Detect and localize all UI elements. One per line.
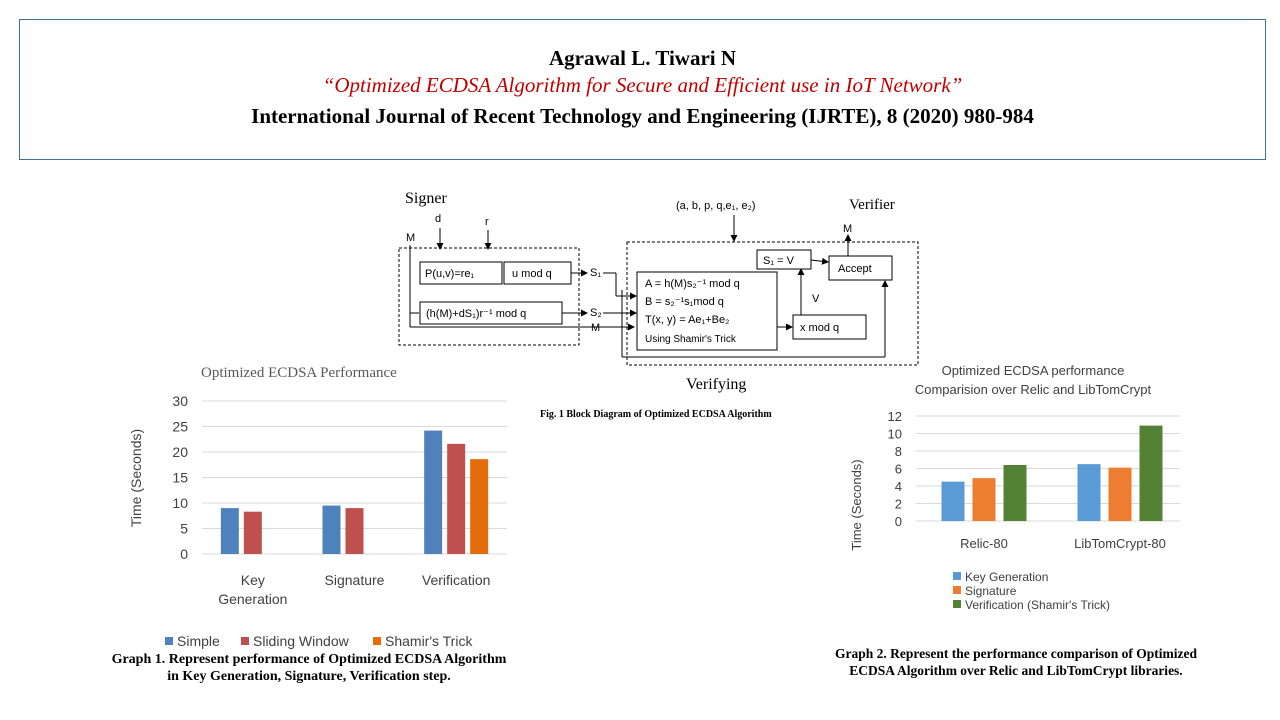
- verifier-region: [626, 241, 919, 366]
- y-tick-label: 30: [172, 393, 188, 409]
- chart1-ylabel: Time (Seconds): [128, 429, 144, 527]
- chart2-caption: Graph 2. Represent the performance compa…: [835, 646, 1197, 678]
- compute-b: B = s₂⁻¹s₁mod q: [645, 296, 724, 308]
- chart2-subtitle: Comparision over Relic and LibTomCrypt: [915, 382, 1152, 397]
- legend-label: Sliding Window: [253, 633, 350, 649]
- bar-key-generation-0: [941, 481, 965, 521]
- x-category-label: Verification: [422, 572, 490, 588]
- citation-journal: International Journal of Recent Technolo…: [251, 104, 1034, 128]
- box-s1v-label: S₁ = V: [763, 255, 795, 267]
- label-v: V: [812, 293, 820, 305]
- legend-label: Simple: [177, 633, 220, 649]
- compute-shamir: Using Shamir's Trick: [645, 334, 737, 345]
- y-tick-label: 25: [172, 419, 188, 435]
- bar-key-generation-1: [1077, 464, 1101, 521]
- y-tick-label: 0: [895, 514, 902, 529]
- legend-swatch: [373, 637, 381, 645]
- verifier-label: Verifier: [849, 197, 895, 213]
- chart-1: Optimized ECDSA Performance Time (Second…: [128, 365, 507, 649]
- bar-verification-shamir-s-trick--0: [1003, 465, 1027, 521]
- compute-t: T(x, y) = Ae₁+Be₂: [645, 314, 729, 326]
- input-d: d: [435, 213, 441, 225]
- x-category-label: Key: [241, 572, 265, 588]
- y-tick-label: 5: [180, 521, 188, 537]
- signer-label: Signer: [405, 190, 447, 207]
- citation-box: Agrawal L. Tiwari N “Optimized ECDSA Alg…: [19, 19, 1266, 160]
- y-tick-label: 12: [888, 409, 902, 424]
- bar-sliding-window-2: [447, 443, 466, 554]
- x-category-label: Generation: [218, 591, 287, 607]
- input-r: r: [485, 216, 489, 228]
- arrow-s1-label: S₁: [590, 267, 601, 279]
- chart-2: Optimized ECDSA performance Comparision …: [849, 363, 1180, 612]
- legend-label: Shamir's Trick: [385, 633, 473, 649]
- arrow-m-label: M: [591, 322, 600, 334]
- chart1-title: Optimized ECDSA Performance: [201, 365, 397, 381]
- legend-label: Signature: [965, 584, 1017, 598]
- box-p: [419, 261, 503, 285]
- bar-verification-shamir-s-trick--1: [1139, 425, 1163, 521]
- box-x-label: x mod q: [800, 322, 839, 334]
- input-m: M: [406, 232, 415, 244]
- chart2-title: Optimized ECDSA performance: [942, 363, 1125, 378]
- bar-sliding-window-1: [345, 508, 364, 554]
- legend-swatch: [953, 572, 961, 580]
- y-tick-label: 0: [180, 546, 188, 562]
- legend-swatch: [165, 637, 173, 645]
- bar-sliding-window-0: [243, 511, 262, 554]
- chart1-caption: Graph 1. Represent performance of Optimi…: [111, 652, 507, 684]
- box-x: [792, 314, 867, 340]
- x-category-label: Signature: [325, 572, 385, 588]
- box-u-label: u mod q: [512, 268, 552, 280]
- compute-a: A = h(M)s₂⁻¹ mod q: [645, 278, 740, 290]
- output-m: M: [843, 223, 852, 235]
- box-accept-label: Accept: [838, 263, 872, 275]
- arrow-s2-label: S₂: [590, 307, 602, 319]
- box-accept: [828, 255, 893, 281]
- bar-shamir-s-trick-2: [470, 459, 489, 554]
- y-tick-label: 6: [895, 462, 902, 477]
- y-tick-label: 15: [172, 470, 188, 486]
- verifying-label: Verifying: [686, 376, 746, 393]
- legend-swatch: [953, 586, 961, 594]
- bar-simple-2: [424, 430, 443, 554]
- box-h-label: (h(M)+dS₁)r⁻¹ mod q: [426, 308, 526, 320]
- legend-label: Key Generation: [965, 570, 1048, 584]
- y-tick-label: 10: [888, 427, 902, 442]
- y-tick-label: 10: [172, 495, 188, 511]
- params-label: (a, b, p, q,e₁, e₂): [676, 200, 756, 212]
- box-s1v: [756, 249, 812, 270]
- bar-simple-0: [220, 508, 239, 554]
- x-category-label: LibTomCrypt-80: [1074, 536, 1166, 551]
- bar-simple-1: [322, 505, 341, 554]
- legend-label: Verification (Shamir's Trick): [965, 598, 1110, 612]
- chart2-ylabel: Time (Seconds): [849, 459, 864, 550]
- compute-box: [636, 271, 778, 351]
- bar-signature-1: [1108, 467, 1132, 521]
- x-category-label: Relic-80: [960, 536, 1008, 551]
- box-p-label: P(u,v)=re₁: [425, 268, 475, 280]
- diagram-caption: Fig. 1 Block Diagram of Optimized ECDSA …: [540, 409, 772, 420]
- y-tick-label: 2: [895, 497, 902, 512]
- y-tick-label: 20: [172, 444, 188, 460]
- citation-title: “Optimized ECDSA Algorithm for Secure an…: [322, 73, 963, 97]
- y-tick-label: 8: [895, 444, 902, 459]
- citation-authors: Agrawal L. Tiwari N: [548, 46, 737, 70]
- legend-swatch: [241, 637, 249, 645]
- y-tick-label: 4: [895, 479, 902, 494]
- legend-swatch: [953, 600, 961, 608]
- bar-signature-0: [972, 478, 996, 521]
- block-diagram: Signer Verifier Verifying (a, b, p, q,e₁…: [398, 190, 919, 420]
